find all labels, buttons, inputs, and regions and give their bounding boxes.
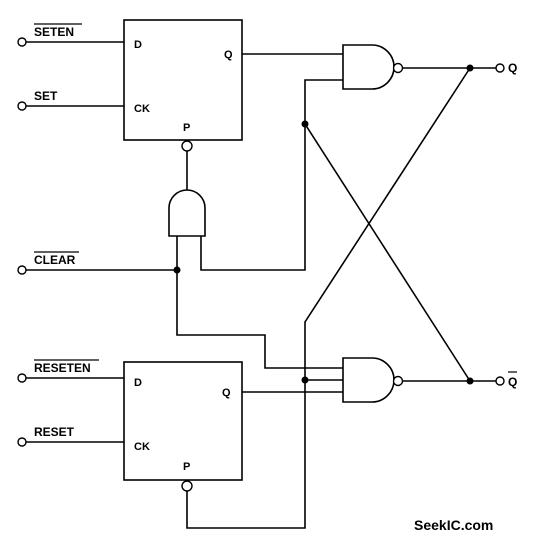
reset-label: RESET <box>34 425 75 439</box>
clear-junction <box>173 266 181 274</box>
cross-wire-to-qbar <box>304 123 471 382</box>
watermark: SeekIC.com <box>414 517 493 533</box>
set-terminal <box>17 101 27 111</box>
qbar-output-label: Q <box>508 375 517 389</box>
ff-top-preset-bubble <box>181 140 193 152</box>
ff-top-q-pin: Q <box>224 49 233 61</box>
ff-bottom-ck-pin: CK <box>134 441 150 453</box>
ff-top-d-pin: D <box>134 39 142 51</box>
clear-to-bottom-nand <box>176 270 343 369</box>
top-nand-input2 <box>304 79 343 124</box>
reset-terminal <box>17 437 27 447</box>
top-nand-bubble <box>392 62 404 74</box>
ff-bottom-q-pin: Q <box>222 387 231 399</box>
bottom-nand-gate <box>342 357 395 403</box>
ff-top-ck-pin: CK <box>134 103 150 115</box>
cross-wire-from-q <box>186 67 471 529</box>
ff-bottom-preset-bubble <box>181 480 193 492</box>
flipflop-bottom <box>123 361 243 481</box>
reseten-terminal <box>17 373 27 383</box>
qbar-terminal <box>495 376 505 386</box>
q-output-label: Q <box>508 61 517 75</box>
reseten-label: RESETEN <box>34 361 91 375</box>
seten-terminal <box>17 37 27 47</box>
clear-and-gate <box>168 189 206 237</box>
and-gate-input-feedback <box>200 124 306 271</box>
flipflop-top <box>123 19 243 141</box>
clear-terminal <box>17 265 27 275</box>
bottom-nand-bubble <box>392 375 404 387</box>
q-terminal <box>495 63 505 73</box>
set-label: SET <box>34 89 58 103</box>
clear-label: CLEAR <box>34 253 76 267</box>
top-nand-gate <box>342 44 395 90</box>
ff-bottom-p-pin: P <box>183 461 190 473</box>
ff-top-p-pin: P <box>183 122 190 134</box>
ff-bottom-d-pin: D <box>134 377 142 389</box>
seten-label: SETEN <box>34 25 74 39</box>
